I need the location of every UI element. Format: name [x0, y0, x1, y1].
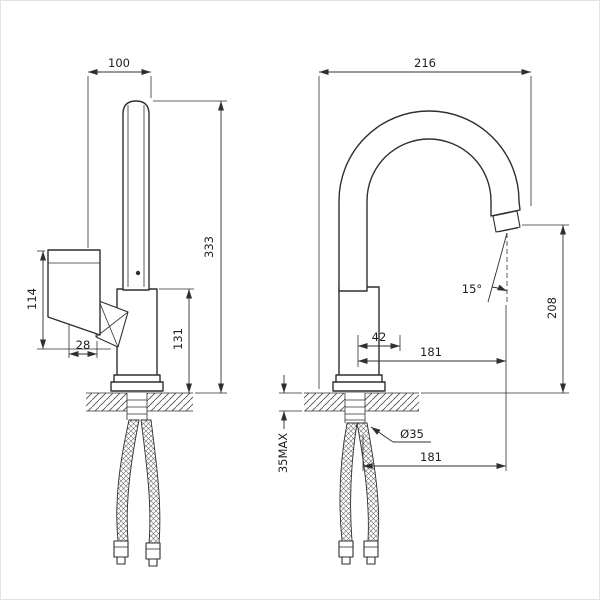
- dim-handle-height: 114: [25, 250, 111, 350]
- dim-handle-offset: 28: [68, 325, 98, 358]
- hose-connector: [338, 540, 354, 565]
- dim-label: 131: [171, 328, 185, 350]
- supply-hose: [116, 419, 140, 542]
- dim-label: Ø35: [400, 427, 424, 441]
- dim-body-height: 131: [159, 288, 194, 393]
- dim-label: 181: [420, 345, 442, 359]
- dim-label: 216: [414, 56, 436, 70]
- set-screw-dot: [135, 270, 141, 276]
- gooseneck-spout: [338, 110, 521, 292]
- side-view: 100 333 131 114 28: [25, 56, 227, 567]
- handle-lever-side: [47, 249, 101, 336]
- under-counter-left: [113, 393, 161, 567]
- handle-joint-side: [95, 300, 129, 348]
- dim-label: 100: [108, 56, 130, 70]
- supply-hose: [356, 422, 380, 542]
- dim-hole-diameter: Ø35: [370, 426, 431, 443]
- dim-label: 28: [76, 338, 91, 352]
- dim-spout-height: 208: [421, 224, 569, 394]
- dim-spout-reach: 181: [358, 305, 507, 471]
- dim-top-width-right: 216: [318, 56, 532, 389]
- hose-connector: [145, 542, 161, 567]
- dim-spout-angle: 15°: [462, 232, 508, 303]
- dim-label: 208: [545, 297, 559, 319]
- dim-top-width-left: 100: [87, 56, 152, 248]
- faucet-body-side: [110, 288, 164, 392]
- dim-bottom-reach: 181: [362, 435, 506, 471]
- spout-column-side: [122, 100, 150, 291]
- dim-label: 42: [372, 330, 387, 344]
- front-view: 15°: [276, 56, 569, 565]
- hose-connector: [113, 540, 129, 565]
- dim-label: 181: [420, 450, 442, 464]
- dim-label: 35MAX: [276, 433, 290, 473]
- hose-connector: [363, 540, 379, 565]
- dim-label: 333: [202, 236, 216, 258]
- dim-max-thickness: 35MAX: [276, 375, 302, 473]
- supply-hose: [339, 422, 358, 542]
- aerator: [492, 210, 521, 233]
- dim-label: 114: [25, 288, 39, 310]
- dim-total-height: 333: [153, 100, 227, 394]
- under-counter-right: [338, 393, 380, 565]
- supply-hose: [140, 419, 161, 544]
- dim-label: 15°: [462, 282, 482, 296]
